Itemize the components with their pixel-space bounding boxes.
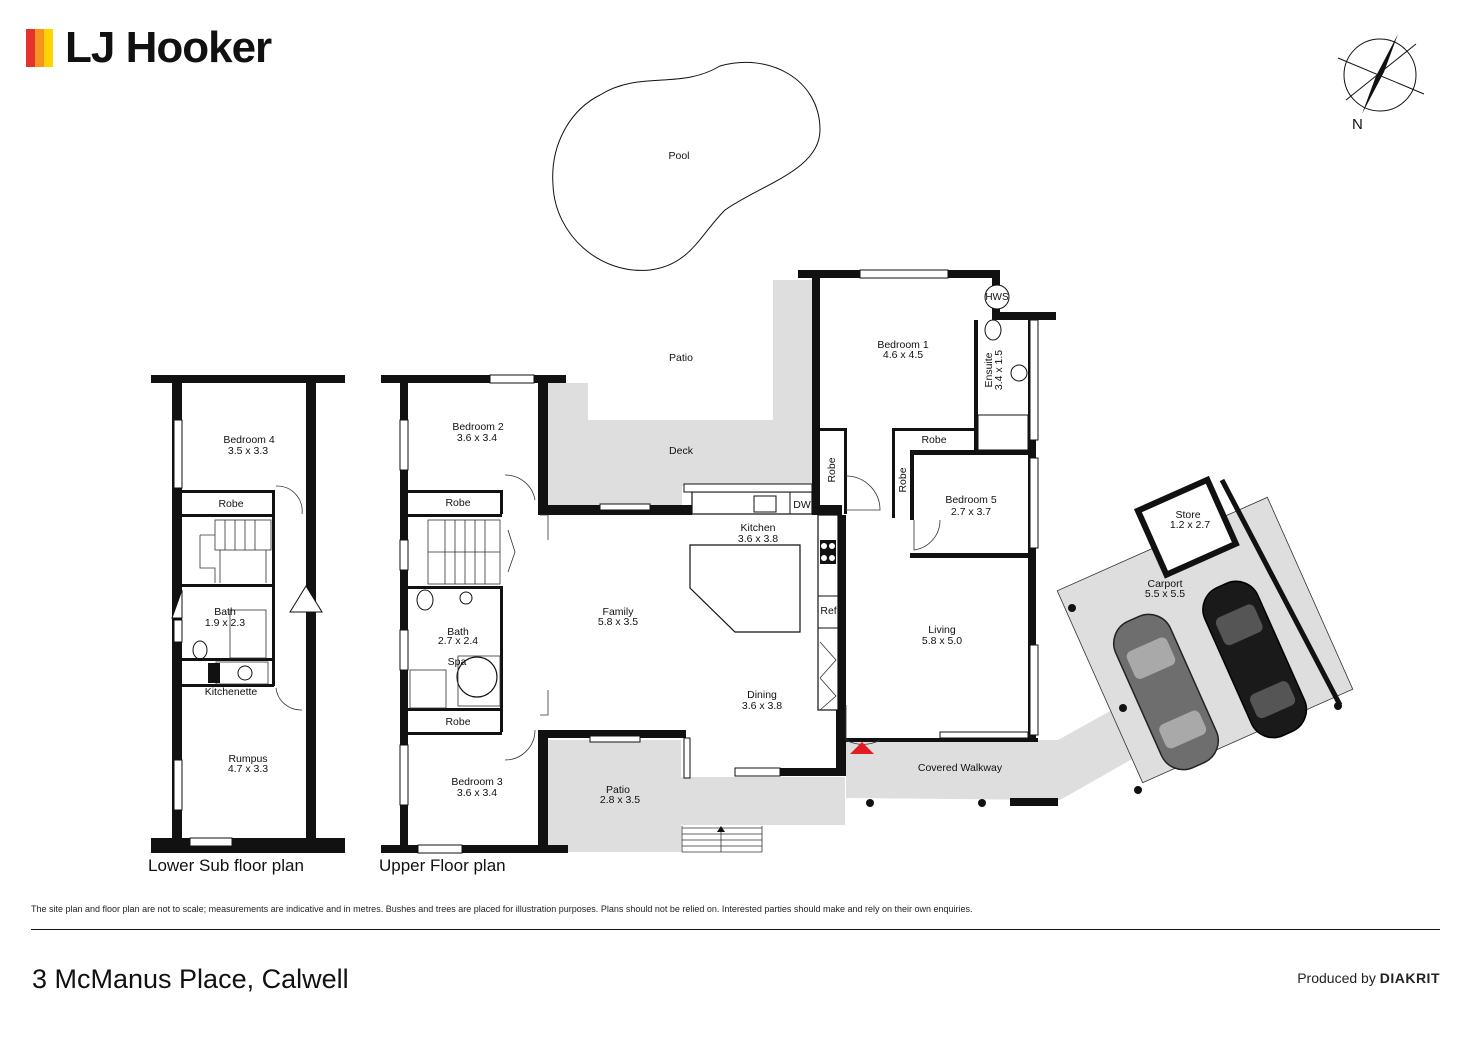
- robe-b4-label: Robe: [218, 498, 243, 510]
- compass-north-label: N: [1352, 116, 1363, 133]
- kitchenette-label: Kitchenette: [205, 686, 258, 698]
- patio-top-label: Patio: [669, 352, 693, 364]
- bath-lower-label: Bath: [214, 606, 236, 618]
- bedroom3-dims: 3.6 x 3.4: [457, 787, 497, 799]
- bedroom5-dims: 2.7 x 3.7: [951, 506, 991, 518]
- patio-bottom-area: [548, 740, 681, 852]
- produced-brand: DIAKRIT: [1379, 970, 1440, 986]
- patio-bottom-dims: 2.8 x 3.5: [600, 794, 640, 806]
- property-address: 3 McManus Place, Calwell: [32, 964, 349, 994]
- family-label: Family: [603, 606, 635, 618]
- living-label: Living: [928, 624, 956, 636]
- brand-stripe-orange: [35, 29, 44, 67]
- bedroom2-label: Bedroom 2: [452, 421, 504, 433]
- bath-upper-label: Bath: [447, 626, 469, 638]
- bath-lower-dims: 1.9 x 2.3: [205, 617, 245, 629]
- hws-label: HWS: [985, 292, 1009, 303]
- robe-side-label: Robe: [826, 457, 838, 482]
- bedroom5-label: Bedroom 5: [945, 494, 997, 506]
- lower-floor-caption: Lower Sub floor plan: [148, 856, 304, 875]
- robe-b1-label: Robe: [921, 434, 946, 446]
- car-black-icon: [1202, 580, 1308, 739]
- dining-label: Dining: [747, 689, 777, 701]
- deck-label: Deck: [669, 445, 694, 457]
- bedroom3-label: Bedroom 3: [451, 776, 503, 788]
- pool-label: Pool: [668, 150, 689, 162]
- upper-wing-walls: [381, 375, 568, 853]
- living-dims: 5.8 x 5.0: [922, 635, 962, 647]
- kitchen-label: Kitchen: [740, 522, 775, 534]
- robe-b2-label: Robe: [445, 497, 470, 509]
- car-grey-icon: [1112, 613, 1220, 771]
- store-label: Store: [1175, 509, 1200, 521]
- pool-outline: [552, 61, 821, 271]
- spa-label: Spa: [448, 656, 467, 668]
- covered-walkway-area: [846, 700, 1148, 800]
- carport-label: Carport: [1147, 578, 1182, 590]
- robe-b3-label: Robe: [445, 716, 470, 728]
- bedroom4-dims: 3.5 x 3.3: [228, 445, 268, 457]
- rumpus-label: Rumpus: [228, 753, 267, 765]
- brand-name: LJ Hooker: [65, 23, 272, 72]
- bath-upper-dims: 2.7 x 2.4: [438, 635, 478, 647]
- brand-stripes-icon: [26, 29, 53, 67]
- bedroom2-dims: 3.6 x 3.4: [457, 432, 497, 444]
- store-dims: 1.2 x 2.7: [1170, 519, 1210, 531]
- covered-walkway-label: Covered Walkway: [918, 762, 1003, 774]
- disclaimer-text: The site plan and floor plan are not to …: [31, 904, 973, 914]
- bedroom1-label: Bedroom 1: [877, 339, 929, 351]
- compass-icon: [1337, 34, 1425, 114]
- patio-bottom-label: Patio: [606, 784, 630, 796]
- bedroom1-dims: 4.6 x 4.5: [883, 349, 923, 361]
- floor-plan: Pool Patio Deck Bedroom 1 4.6 x 4.5 HWS …: [151, 34, 1425, 854]
- rumpus-dims: 4.7 x 3.3: [228, 763, 268, 775]
- bedroom4-label: Bedroom 4: [223, 434, 275, 446]
- dw-label: DW: [793, 499, 811, 511]
- carport-dims: 5.5 x 5.5: [1145, 588, 1185, 600]
- deck-area: [548, 280, 812, 505]
- ensuite-dims: 3.4 x 1.5: [993, 350, 1005, 390]
- ref-label: Ref.: [820, 605, 839, 617]
- footer-divider: [31, 929, 1440, 930]
- dining-dims: 3.6 x 3.8: [742, 700, 782, 712]
- produced-by: Produced by DIAKRIT: [1297, 970, 1440, 986]
- kitchen-dims: 3.6 x 3.8: [738, 533, 778, 545]
- brand-stripe-red: [26, 29, 35, 67]
- upper-floor-caption: Upper Floor plan: [379, 856, 506, 875]
- ensuite-label: Ensuite: [983, 352, 995, 387]
- brand-stripe-yellow: [44, 29, 53, 67]
- family-dims: 5.8 x 3.5: [598, 616, 638, 628]
- produced-prefix: Produced by: [1297, 970, 1376, 986]
- robe-b5-label: Robe: [897, 467, 909, 492]
- brand-logo: LJ Hooker: [26, 22, 272, 74]
- store-area: [1133, 475, 1240, 579]
